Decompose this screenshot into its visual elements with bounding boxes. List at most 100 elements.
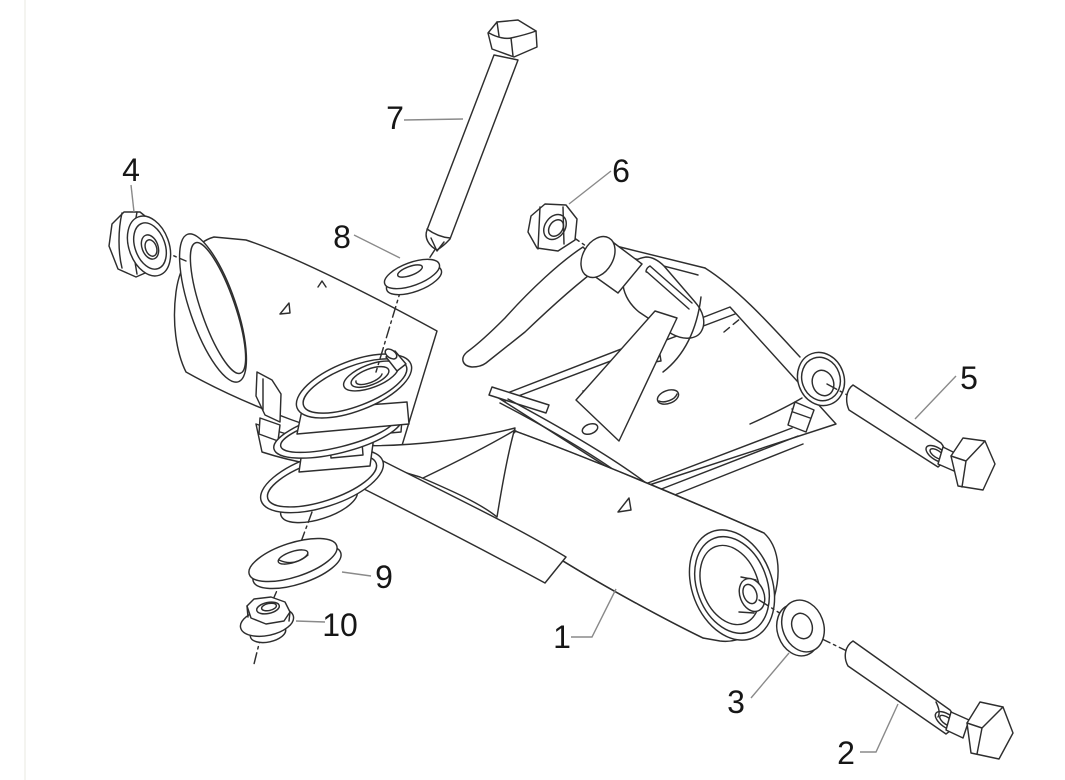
bracket-strut-web — [575, 310, 678, 442]
bolt2-neck — [945, 711, 970, 739]
leader-8 — [353, 234, 401, 259]
leader-4 — [130, 184, 135, 213]
boss-face — [580, 235, 616, 279]
eye-ring-inner — [800, 356, 842, 402]
mount-stud-tip — [384, 348, 398, 360]
leader-10 — [295, 620, 326, 623]
callout-label-1: 1 — [553, 619, 571, 655]
rear-tube-top-edge — [514, 430, 765, 534]
bolt7-head — [487, 19, 538, 58]
rear-bushing-ring-2 — [694, 535, 770, 635]
nut6-body — [527, 203, 578, 252]
plate-fold-lines — [639, 427, 804, 505]
nut10-facets — [246, 605, 291, 622]
bolt7-head-facets — [488, 21, 537, 57]
nut6-hole-inner — [547, 219, 565, 237]
plate-front-edge-inner — [507, 398, 647, 484]
washer9-hole-depth — [278, 554, 309, 564]
axis-washer8-mount — [375, 285, 403, 373]
leader-3 — [750, 652, 790, 699]
fork-lower-arm — [351, 460, 567, 584]
leader-7 — [403, 118, 464, 121]
eye-tab — [787, 401, 815, 433]
drawing — [108, 19, 1014, 760]
part-6-hex-nut — [527, 203, 578, 252]
bracket-web-right-edge — [662, 296, 702, 373]
axis-washer3-bolt2 — [819, 637, 850, 653]
part-3-washer — [775, 599, 826, 657]
eye-hole — [811, 369, 835, 397]
callout-label-4: 4 — [122, 152, 140, 188]
rear-hub-hole — [742, 583, 758, 605]
callout-label-8: 8 — [333, 219, 351, 255]
part-2-pivot-bolt — [844, 640, 1014, 760]
washer8-face — [383, 258, 441, 290]
part-4-flanged-nut — [108, 211, 172, 278]
plate-lip-tab — [488, 386, 550, 414]
axis-eye-pin5 — [826, 383, 850, 397]
part-9-washer — [248, 537, 342, 590]
callout-label-5: 5 — [960, 360, 978, 396]
eye-ring-outer — [796, 351, 846, 407]
nut4-flange — [126, 215, 172, 277]
callout-label-2: 2 — [837, 735, 855, 771]
nut4-flange-face — [132, 222, 168, 270]
callout-label-7: 7 — [386, 100, 404, 136]
rear-bushing-ring-3 — [699, 544, 761, 626]
mount-left-tab — [255, 371, 282, 423]
bolt7-tip-point — [430, 237, 445, 252]
plate-hole-large-depth — [658, 393, 678, 403]
eye-tab-line — [792, 411, 811, 419]
bolt2-head-facets — [966, 706, 1004, 755]
front-tube-notch — [317, 280, 327, 288]
pin5-sleeve — [845, 384, 946, 468]
bolt7-shaft — [425, 54, 519, 251]
rear-hub-face — [738, 577, 766, 613]
leader-1 — [571, 588, 617, 638]
axis-mount-washer9 — [297, 511, 313, 551]
washer9-face — [248, 537, 338, 583]
leader-6 — [568, 170, 612, 205]
bracket-upper — [462, 235, 846, 442]
rear-tube-bottom-edge — [562, 560, 704, 639]
eye-lower-edge — [749, 397, 803, 425]
leader-5 — [914, 375, 957, 420]
nut10-hole-outer — [255, 601, 281, 615]
part-5-pivot-bolt — [845, 384, 996, 491]
callout-label-10: 10 — [322, 607, 358, 643]
nut4-hole-inner — [144, 239, 158, 257]
washer3-face — [780, 599, 826, 653]
pin5-head-facets — [950, 440, 986, 488]
orientation-mark-rear-tube — [617, 497, 632, 513]
callout-label-3: 3 — [727, 684, 745, 720]
bolt2-hex-head — [966, 701, 1014, 760]
bracket-strap — [462, 246, 602, 368]
callout-label-6: 6 — [612, 153, 630, 189]
leader-2 — [860, 703, 899, 753]
silent-block-mount — [255, 348, 413, 524]
orientation-mark-front-tube — [279, 302, 291, 315]
mount-flange-top-rim — [302, 358, 408, 414]
front-tube-cap-face — [189, 241, 247, 375]
front-tube-cap — [178, 233, 248, 383]
nut10-hole-inner — [260, 602, 278, 612]
callout-leaders — [130, 118, 957, 753]
leader-9 — [341, 571, 372, 577]
part-7-hex-bolt — [425, 19, 538, 252]
plate-hole-small — [581, 422, 599, 436]
bolt2-notch — [935, 701, 940, 718]
nut4-hole-outer — [140, 234, 160, 260]
plate-hole-large — [656, 389, 680, 405]
fork-horn-fold — [422, 429, 516, 479]
bracket-handle-slot — [645, 265, 693, 310]
nut6-hole-outer — [543, 213, 567, 241]
pin5-hex-head — [950, 437, 996, 491]
plate-rear-top-edge — [704, 267, 801, 358]
callout-label-9: 9 — [375, 559, 393, 595]
mount-bore-depth — [355, 373, 383, 386]
bolt7-tip-shoulder — [426, 228, 451, 239]
washer3-hole — [790, 612, 814, 640]
part-8-washer — [383, 258, 443, 296]
